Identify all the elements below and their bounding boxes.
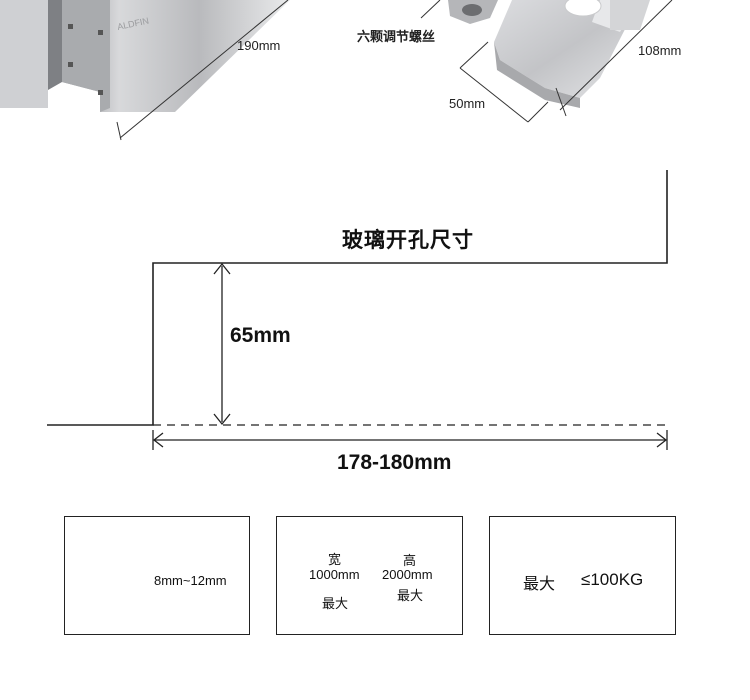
cutout-width-label: 178-180mm bbox=[337, 451, 452, 474]
weight-value: ≤100KG bbox=[581, 570, 644, 589]
hinge-body-image: ALDFIN bbox=[0, 0, 290, 112]
weight-max-label: 最大 bbox=[523, 576, 556, 593]
screws-label: 六颗调节螺丝 bbox=[357, 29, 436, 44]
width-spec-value: 1000mm bbox=[309, 567, 360, 582]
height-spec-max: 最大 bbox=[397, 588, 424, 603]
spec-card-weight bbox=[489, 516, 676, 635]
cutout-height-label: 65mm bbox=[230, 324, 291, 347]
cutout-diagram bbox=[47, 170, 668, 450]
screws-leader-line bbox=[420, 0, 441, 19]
length-label: 190mm bbox=[237, 38, 281, 53]
spec-card-door-size bbox=[276, 516, 463, 635]
width-spec-max: 最大 bbox=[322, 596, 349, 611]
depth-dimension-line bbox=[559, 0, 673, 111]
width-dimension-line bbox=[459, 67, 529, 123]
bracket-image bbox=[448, 0, 650, 108]
spec-card-thickness bbox=[64, 516, 250, 635]
width-spec-label: 宽 bbox=[328, 552, 342, 567]
height-spec-label: 高 bbox=[403, 553, 417, 568]
cutout-title: 玻璃开孔尺寸 bbox=[342, 229, 474, 252]
thickness-value: 8mm~12mm bbox=[154, 573, 227, 588]
length-dimension-line bbox=[119, 0, 289, 139]
height-spec-value: 2000mm bbox=[382, 567, 433, 582]
depth-label: 108mm bbox=[638, 43, 682, 58]
width-label: 50mm bbox=[449, 96, 486, 111]
